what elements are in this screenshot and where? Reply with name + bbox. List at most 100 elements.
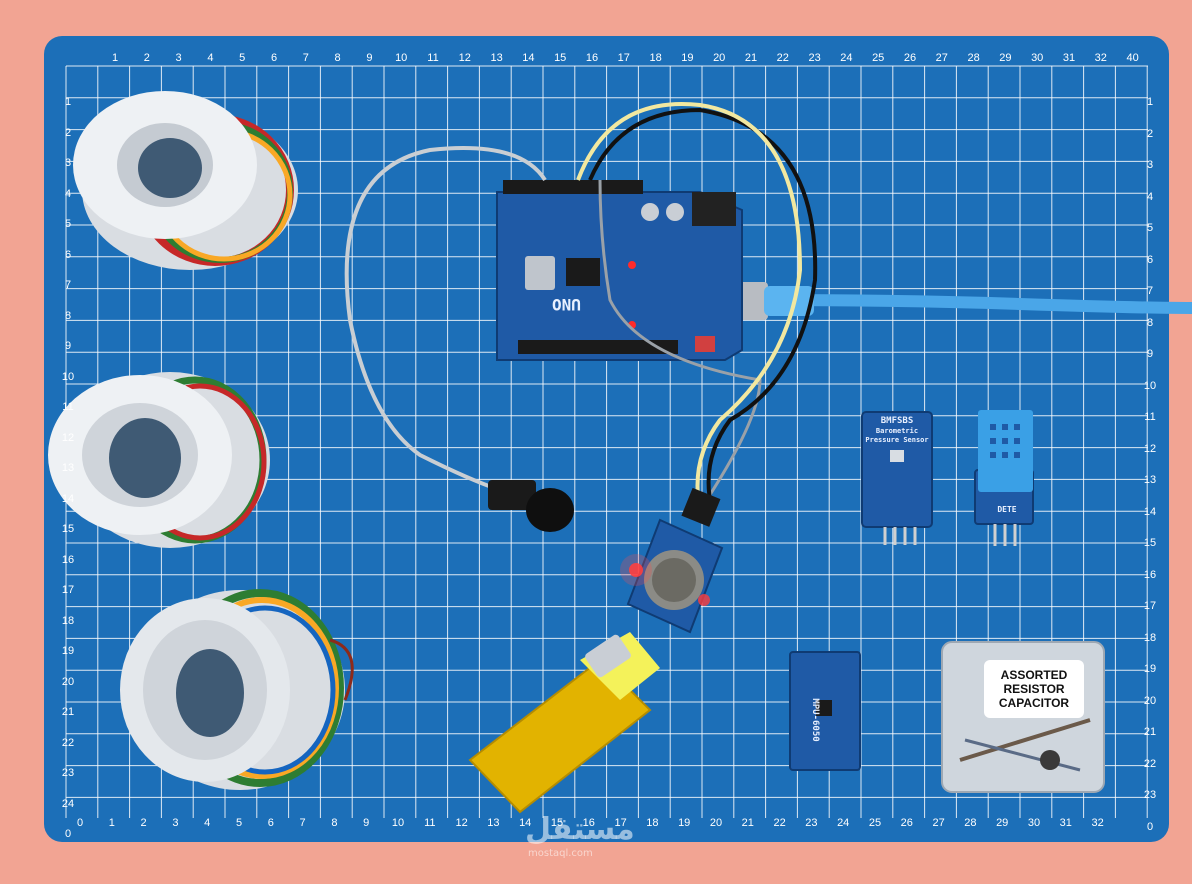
bottom-ruler-label: 14 bbox=[519, 817, 532, 829]
left-ruler-label: 18 bbox=[61, 614, 75, 627]
box-label-line-1: ASSORTED bbox=[1000, 668, 1068, 682]
right-ruler-label: 8 bbox=[1146, 316, 1154, 329]
top-ruler-label: 40 bbox=[1126, 52, 1139, 64]
top-ruler-label: 21 bbox=[744, 52, 758, 64]
component-box-label: ASSORTED RESISTOR CAPACITOR bbox=[984, 660, 1084, 718]
bottom-ruler-label: 0 bbox=[76, 817, 84, 829]
bottom-ruler-label: 17 bbox=[614, 817, 627, 829]
jumper-wire-gray bbox=[598, 179, 762, 511]
top-ruler-label: 9 bbox=[366, 52, 373, 64]
right-ruler-label: 6 bbox=[1146, 253, 1154, 266]
top-ruler-label: 4 bbox=[207, 52, 214, 64]
left-ruler-label: 20 bbox=[61, 675, 75, 688]
jumper-wire-white bbox=[344, 146, 547, 492]
bottom-ruler-label: 16 bbox=[582, 817, 595, 829]
bottom-ruler-label: 15 bbox=[550, 817, 564, 829]
top-ruler-label: 6 bbox=[270, 52, 278, 64]
bottom-ruler-label: 1 bbox=[108, 817, 115, 829]
top-ruler-label: 10 bbox=[395, 52, 408, 64]
box-label-line-2: RESISTOR bbox=[1003, 682, 1065, 696]
top-ruler-label: 18 bbox=[649, 52, 662, 64]
right-ruler-label: 14 bbox=[1143, 505, 1157, 518]
top-ruler-label: 17 bbox=[617, 52, 630, 64]
left-ruler-label: 2 bbox=[64, 126, 72, 139]
top-ruler-label: 5 bbox=[239, 52, 246, 64]
left-ruler-label: 8 bbox=[64, 309, 72, 322]
left-ruler-label: 0 bbox=[64, 828, 72, 840]
bottom-ruler-label: 2 bbox=[140, 817, 147, 829]
right-ruler-label: 9 bbox=[1146, 348, 1154, 360]
top-ruler-label: 2 bbox=[143, 52, 150, 64]
bottom-ruler-label: 6 bbox=[267, 817, 274, 829]
right-ruler-label: 20 bbox=[1143, 694, 1157, 707]
top-ruler-label: 15 bbox=[554, 52, 567, 64]
left-ruler-label: 22 bbox=[61, 736, 75, 749]
bottom-ruler-label: 10 bbox=[391, 817, 405, 829]
left-ruler-label: 7 bbox=[64, 279, 72, 291]
top-ruler-label: 27 bbox=[935, 52, 948, 64]
top-ruler-label: 31 bbox=[1062, 52, 1076, 64]
top-ruler-label: 7 bbox=[302, 52, 309, 64]
wire-spool-bottom bbox=[120, 589, 354, 790]
bottom-ruler-label: 3 bbox=[172, 817, 179, 829]
left-ruler-label: 10 bbox=[61, 370, 75, 383]
right-ruler-label: 0 bbox=[1146, 820, 1154, 833]
pressure-sensor-label-1: BMFSBS bbox=[880, 416, 914, 426]
gas-sensor-module bbox=[620, 487, 724, 634]
right-ruler-label: 4 bbox=[1146, 190, 1154, 203]
bottom-ruler-label: 9 bbox=[363, 817, 370, 829]
right-ruler-label: 1 bbox=[1146, 96, 1154, 108]
left-ruler-label: 19 bbox=[61, 645, 75, 657]
right-ruler-label: 23 bbox=[1143, 789, 1157, 801]
right-ruler-label: 18 bbox=[1143, 631, 1157, 644]
top-ruler-label: 26 bbox=[903, 52, 917, 64]
bottom-ruler-label: 21 bbox=[741, 817, 754, 829]
bottom-ruler-label: 8 bbox=[331, 817, 338, 829]
left-ruler-label: 1 bbox=[64, 96, 72, 108]
left-ruler-label: 12 bbox=[61, 431, 75, 444]
top-ruler-label: 22 bbox=[776, 52, 789, 64]
left-ruler-label: 11 bbox=[62, 401, 74, 413]
box-label-line-3: CAPACITOR bbox=[998, 696, 1070, 710]
top-ruler-label: 24 bbox=[840, 52, 853, 64]
jumper-wire-black bbox=[588, 107, 818, 511]
top-ruler-label: 16 bbox=[585, 52, 599, 64]
top-ruler-label: 32 bbox=[1094, 52, 1107, 64]
right-ruler-label: 7 bbox=[1146, 285, 1154, 297]
right-ruler-label: 19 bbox=[1143, 663, 1157, 675]
right-ruler-label: 12 bbox=[1143, 442, 1157, 455]
lighter bbox=[468, 632, 660, 814]
bottom-ruler-label: 7 bbox=[299, 817, 306, 829]
pressure-sensor-label-2: Barometric bbox=[875, 427, 919, 435]
top-ruler-label: 19 bbox=[681, 52, 694, 64]
bottom-ruler-label: 18 bbox=[646, 817, 659, 829]
left-ruler-label: 16 bbox=[61, 553, 75, 566]
left-ruler-label: 5 bbox=[64, 218, 72, 230]
pressure-sensor-label-3: Pressure Sensor bbox=[865, 436, 929, 444]
right-ruler-label: 11 bbox=[1144, 411, 1156, 423]
top-ruler-label: 29 bbox=[999, 52, 1012, 64]
top-ruler-label: 12 bbox=[458, 52, 471, 64]
imu-module bbox=[789, 651, 861, 771]
right-ruler-label: 2 bbox=[1146, 127, 1154, 140]
bottom-ruler-label: 29 bbox=[996, 817, 1009, 829]
bottom-ruler-label: 5 bbox=[235, 817, 243, 829]
buzzer bbox=[488, 480, 574, 532]
right-ruler-label: 21 bbox=[1143, 726, 1157, 738]
bottom-ruler-label: 24 bbox=[837, 817, 850, 829]
right-ruler-label: 13 bbox=[1143, 474, 1157, 486]
left-ruler-label: 24 bbox=[61, 797, 75, 810]
arduino-uno-board bbox=[496, 180, 743, 361]
bottom-ruler-label: 31 bbox=[1059, 817, 1072, 829]
left-ruler-label: 21 bbox=[61, 706, 75, 718]
right-ruler-label: 17 bbox=[1143, 600, 1157, 612]
usb-cable bbox=[754, 294, 1192, 314]
top-ruler-label: 13 bbox=[490, 52, 503, 64]
right-ruler-label: 10 bbox=[1143, 379, 1157, 392]
bottom-ruler-label: 12 bbox=[455, 817, 468, 829]
humidity-sensor-module bbox=[974, 410, 1034, 546]
arduino-model-label: UNO bbox=[552, 295, 581, 314]
left-ruler-label: 3 bbox=[64, 157, 72, 169]
